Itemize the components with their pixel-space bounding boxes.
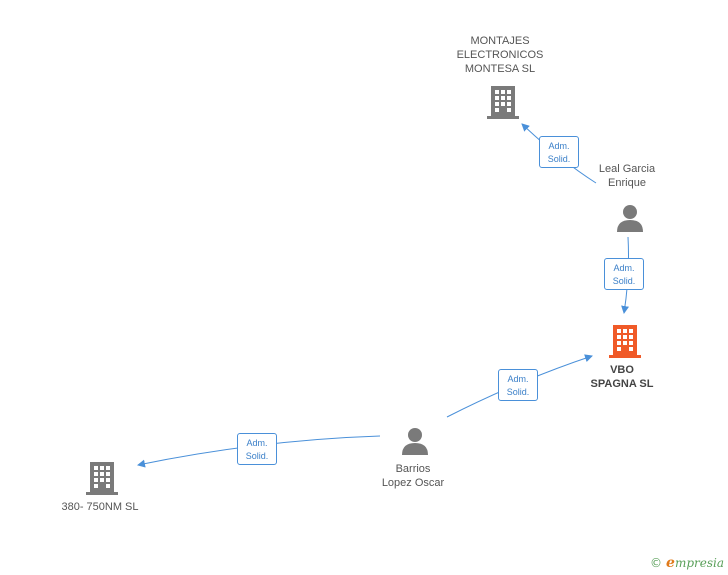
person-icon[interactable] (400, 426, 430, 456)
node-label-leal: Leal Garcia Enrique (598, 163, 656, 189)
person-icon[interactable] (615, 203, 645, 233)
building-icon[interactable] (609, 323, 641, 359)
building-icon[interactable] (487, 84, 519, 120)
brand-logo-text: mpresia (674, 556, 724, 570)
node-label-380nm: 380- 750NM SL (61, 501, 139, 513)
edge-label-leal-montajes[interactable]: Adm. Solid. (539, 136, 579, 168)
edge-label-barrios-380nm[interactable]: Adm. Solid. (237, 433, 277, 465)
building-icon[interactable] (86, 460, 118, 496)
copyright-icon: © (650, 556, 663, 570)
node-label-vbo: VBO SPAGNA SL (590, 364, 654, 390)
node-label-barrios: Barrios Lopez Oscar (381, 463, 445, 489)
brand-logo-e: e (666, 555, 675, 571)
node-label-montajes: MONTAJES ELECTRONICOS MONTESA SL (456, 35, 544, 75)
edge-label-barrios-vbo[interactable]: Adm. Solid. (498, 369, 538, 401)
copyright-brand: ©empresia (650, 555, 724, 571)
edge-label-leal-vbo[interactable]: Adm. Solid. (604, 258, 644, 290)
